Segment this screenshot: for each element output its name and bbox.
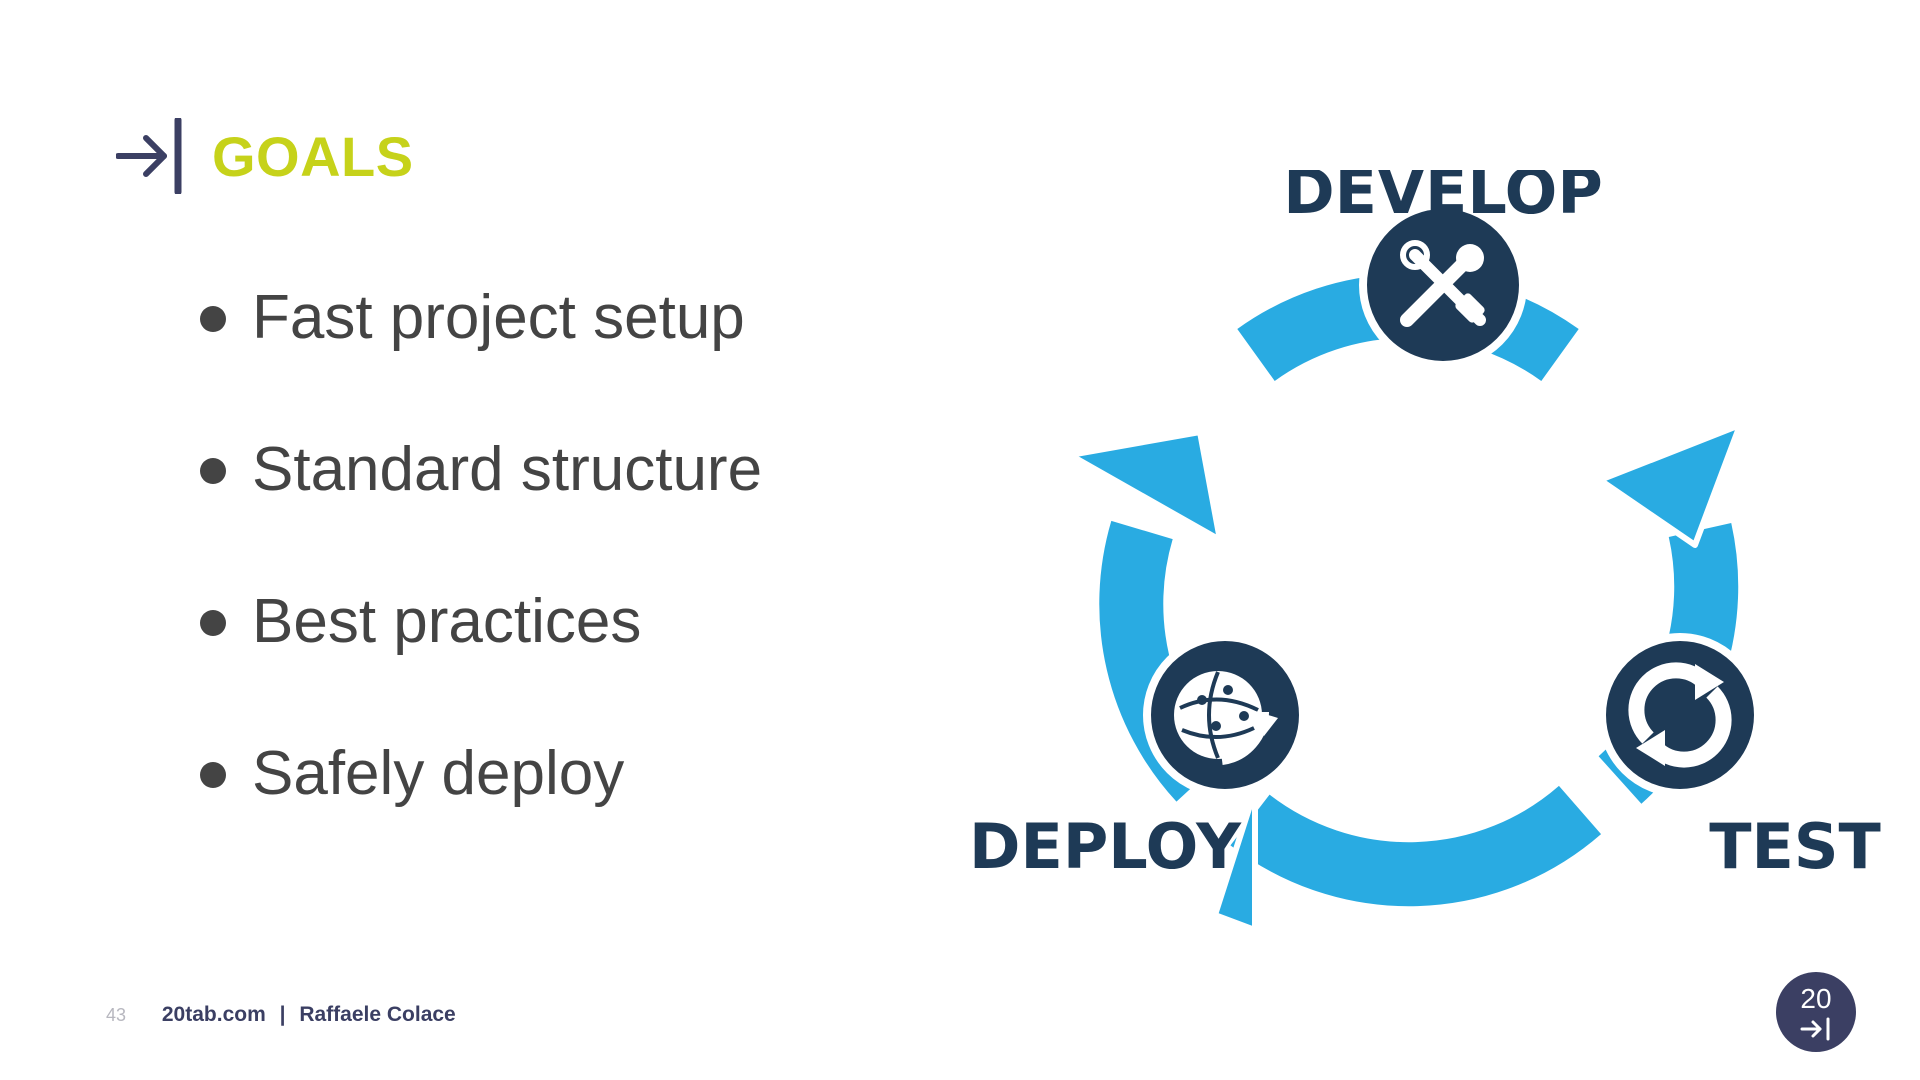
bullet-dot <box>200 610 226 636</box>
bullet-dot <box>200 762 226 788</box>
slide-title: GOALS <box>212 125 414 188</box>
arrow-head-bottom <box>1212 787 1258 933</box>
arrow-head-right <box>1597 422 1743 548</box>
bullet-text: Standard structure <box>252 435 763 504</box>
bullet-text: Best practices <box>252 587 642 656</box>
tools-icon <box>1400 240 1486 327</box>
refresh-arrow-head <box>1695 664 1724 700</box>
bullet-dot <box>200 306 226 332</box>
deploy-node <box>1143 633 1307 797</box>
refresh-icon <box>1628 662 1732 768</box>
slide-footer: 43 20tab.com | Raffaele Colace <box>106 1003 456 1027</box>
list-item: Best practices <box>200 574 762 726</box>
globe-deploy-icon <box>1174 671 1278 765</box>
dev-cycle-diagram: DEVELOP TEST DEPLOY <box>969 170 1881 933</box>
footer-site: 20tab.com <box>161 1003 266 1026</box>
page-number: 43 <box>106 1005 127 1025</box>
develop-node <box>1359 201 1527 369</box>
list-item: Fast project setup <box>200 270 762 422</box>
develop-label: DEVELOP <box>1283 170 1603 228</box>
refresh-arrow-head <box>1636 730 1665 766</box>
logo-text: 20 <box>1800 983 1831 1014</box>
footer-separator: | <box>279 1003 286 1026</box>
test-node <box>1598 633 1762 797</box>
list-item: Safely deploy <box>200 726 762 878</box>
goals-list: Fast project setup Standard structure Be… <box>200 270 762 878</box>
ring-segment-bottom <box>1230 785 1602 907</box>
bullet-dot <box>200 458 226 484</box>
test-label: TEST <box>1709 810 1881 883</box>
bullet-text: Fast project setup <box>252 283 745 352</box>
footer-author: Raffaele Colace <box>299 1003 456 1026</box>
arrow-head-left <box>1067 429 1223 543</box>
arrow-to-bar-icon <box>116 118 182 194</box>
brand-logo: 20 <box>1776 972 1856 1052</box>
list-item: Standard structure <box>200 422 762 574</box>
deploy-label: DEPLOY <box>969 810 1242 883</box>
bullet-text: Safely deploy <box>252 739 625 808</box>
